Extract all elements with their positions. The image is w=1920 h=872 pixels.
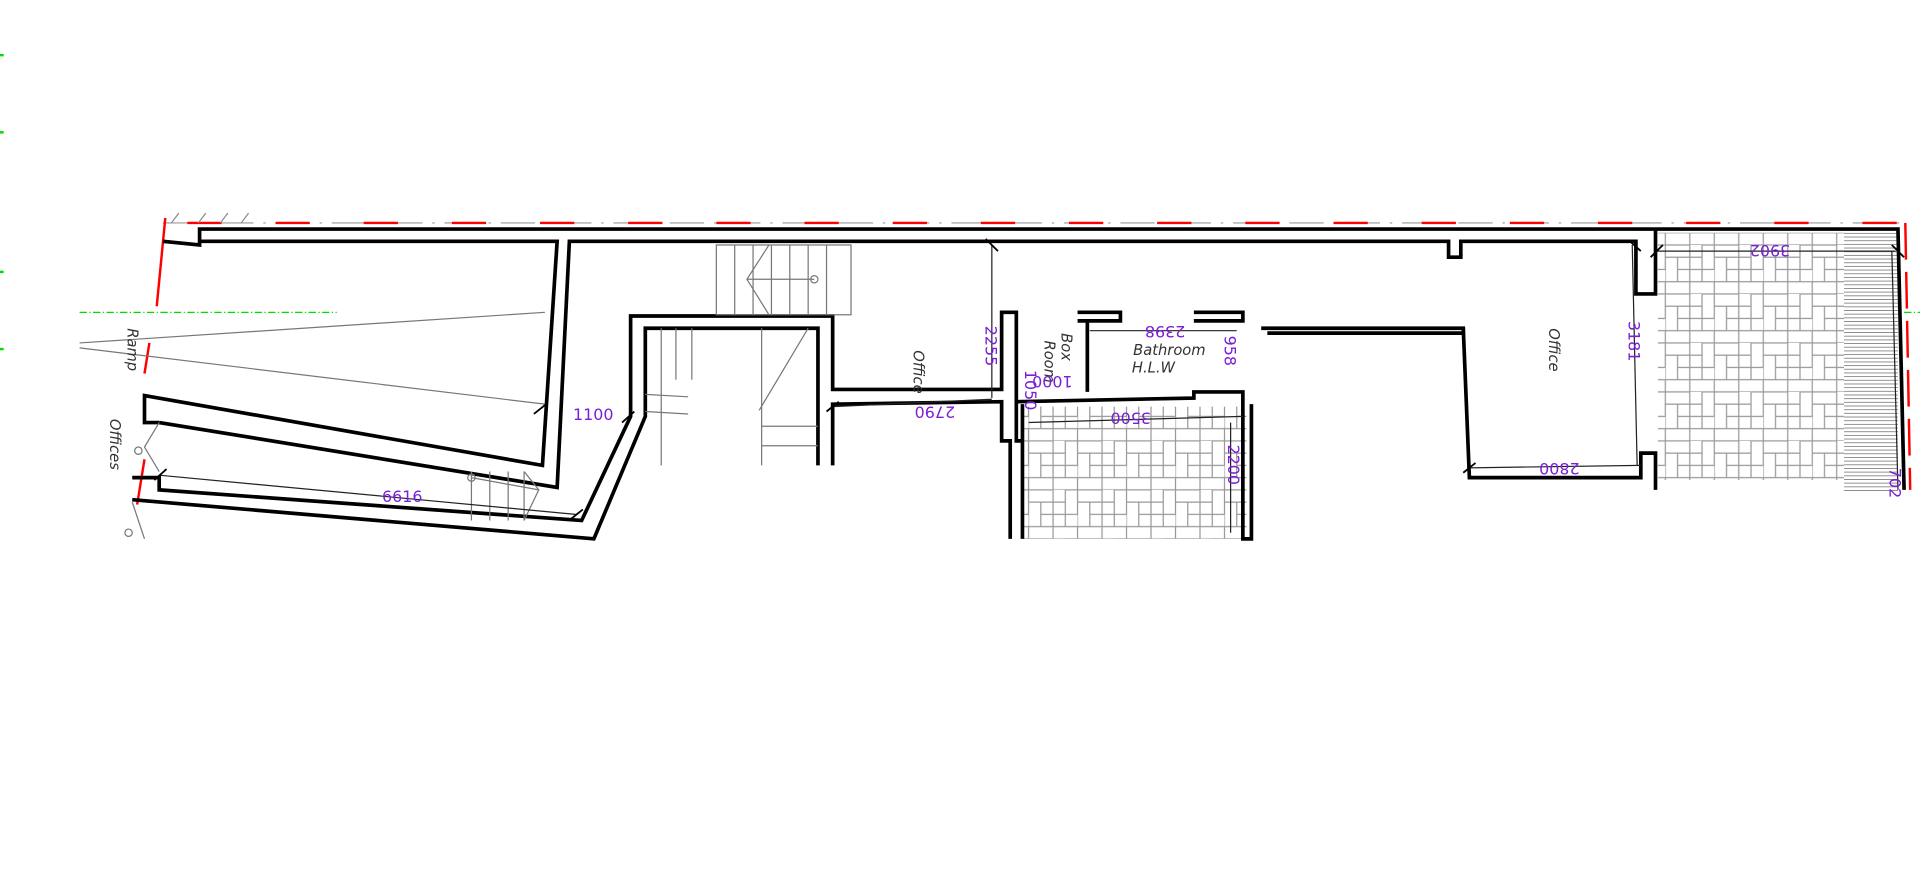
dim-2398: 2398 [1145,322,1185,341]
room-label-room: Room [1040,340,1057,383]
walls [132,227,1906,541]
dim-1000: 1000 [1032,372,1072,391]
dim-6616: 6616 [382,487,422,506]
dim-3500: 3500 [1111,409,1151,428]
ramp-arrow [79,311,545,405]
dim-3181: 3181 [1625,321,1644,361]
tiled-patio [1657,232,1845,481]
dim-1050: 1050 [1021,370,1040,410]
room-label-bathroom: Bathroom [1133,342,1205,359]
room-label-office-left: Office [909,350,926,393]
dim-1100: 1100 [573,405,613,424]
dim-702: 702 [1885,468,1904,498]
dim-2790: 2790 [915,403,955,422]
dim-2800: 2800 [1539,459,1579,478]
hatched-area [1844,232,1898,493]
dim-3902: 3902 [1750,241,1790,260]
dimension-ticks [153,238,1905,520]
staircase-main [645,327,818,466]
room-label-office-right: Office [1545,328,1562,371]
room-label-offices: Offices [106,419,123,470]
staircase-upper [715,244,852,316]
dimension-lines [159,244,1899,533]
room-label-hlw: H.L.W [1132,359,1176,376]
dim-958: 958 [1220,336,1239,366]
dim-2255: 2255 [982,326,1001,366]
boundary-hatch [170,212,250,224]
tiled-courtyard [1023,406,1247,539]
dim-2200: 2200 [1224,445,1243,485]
room-label-ramp: Ramp [123,328,140,371]
room-label-box: Box [1058,333,1075,361]
axis-markers [0,53,4,351]
site-boundary-red [135,217,1912,505]
staircase-offices [124,422,540,540]
